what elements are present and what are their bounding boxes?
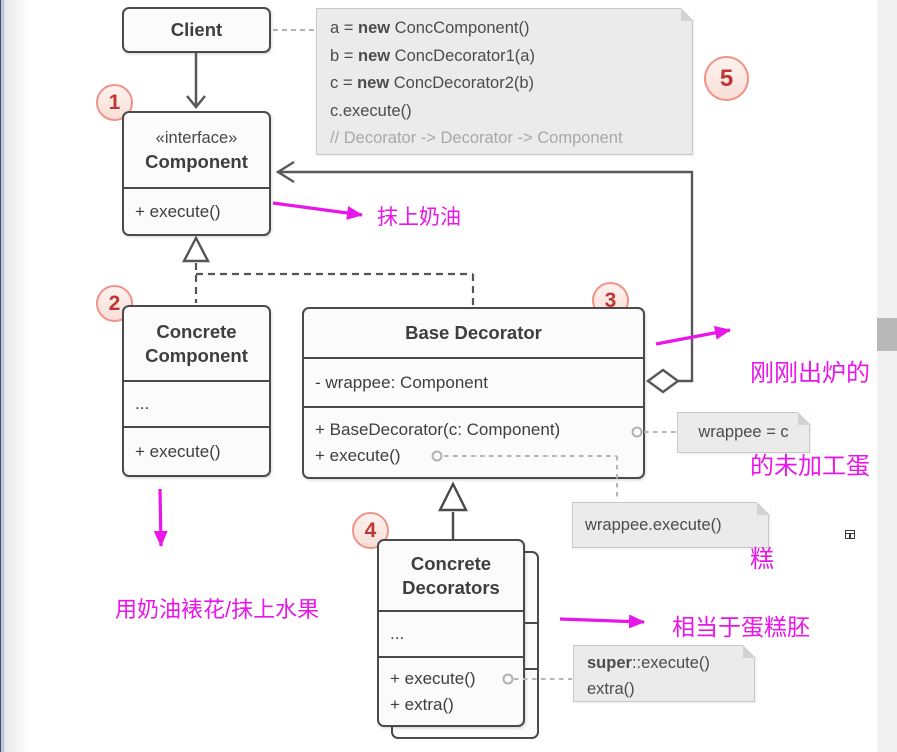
component-method-execute: + execute(): [135, 201, 221, 221]
raw-cake-arrow: [655, 325, 731, 346]
concrete-component-ellipsis: ...: [135, 394, 150, 413]
pipe-fruit-arrow: [153, 488, 168, 547]
code-comment-line: // Decorator -> Decorator -> Component: [330, 129, 623, 147]
super-execute-note: super::execute() extra(): [573, 644, 756, 702]
base-decorator-attr-wrappee: - wrappee: Component: [315, 372, 488, 392]
client-code-note: a = new ConcComponent() b = new ConcDeco…: [316, 7, 694, 155]
super-execute-line: super::execute(): [587, 654, 710, 672]
wrappee-execute-note: wrappee.execute(): [572, 501, 770, 548]
concrete-decorators-method-extra: + extra(): [390, 694, 454, 714]
wrappee-assign-text: wrappee = c: [698, 423, 789, 441]
client-class-name: Client: [170, 19, 223, 40]
badge-1-number: 1: [108, 90, 121, 114]
wrappee-assign-note: wrappee = c: [677, 411, 811, 453]
wrappee-execute-text: wrappee.execute(): [585, 515, 722, 534]
badge-4-number: 4: [364, 518, 377, 542]
concrete-component-method-execute: + execute(): [135, 441, 221, 461]
component-interface-box: «interface» Component + execute(): [122, 111, 271, 236]
component-stereotype: «interface»: [155, 128, 238, 147]
concrete-decorators-method-execute: + execute(): [390, 668, 476, 688]
annotation-raw-cake-line3: 糕: [750, 546, 774, 573]
base-decorator-method-execute: + execute(): [315, 445, 401, 465]
vertical-scrollbar-thumb[interactable]: [877, 318, 897, 351]
badge-5: 5: [704, 56, 749, 101]
concrete-component-name-line2: Component: [145, 344, 248, 366]
code-line-1: a = new ConcComponent(): [330, 19, 530, 37]
badge-2-number: 2: [108, 291, 121, 315]
annotation-pipe-fruit: 用奶油裱花/抹上水果: [115, 597, 320, 622]
realization-links: [182, 235, 475, 305]
concrete-component-box: Concrete Component ... + execute(): [122, 305, 271, 477]
vertical-scrollbar-track[interactable]: [877, 0, 897, 752]
client-class-box: Client: [122, 7, 271, 53]
code-line-4: c.execute(): [330, 101, 412, 120]
base-decorator-method-constructor: + BaseDecorator(c: Component): [315, 419, 561, 439]
window-left-edge: [0, 0, 30, 752]
concrete-component-name-line1: Concrete: [156, 320, 237, 342]
code-line-3: c = new ConcDecorator2(b): [330, 74, 535, 92]
client-to-component-arrow: [186, 53, 206, 109]
cake-base-arrow: [559, 614, 645, 629]
concrete-decorators-box: Concrete Decorators ... + execute() + ex…: [377, 539, 525, 727]
base-decorator-box: Base Decorator - wrappee: Component + Ba…: [302, 307, 645, 479]
extra-line: extra(): [587, 680, 635, 698]
annotation-raw-cake: 刚刚出炉的 的未加工蛋 糕: [750, 296, 870, 637]
concrete-decorators-ellipsis: ...: [390, 624, 405, 643]
badge-5-number: 5: [719, 64, 734, 92]
concrete-decorators-name-line2: Decorators: [402, 576, 500, 598]
annotation-cake-base: 相当于蛋糕胚: [672, 614, 810, 640]
concrete-decorators-name-line1: Concrete: [410, 552, 492, 574]
badge-4: 4: [352, 512, 389, 549]
base-decorator-name: Base Decorator: [405, 322, 542, 343]
inheritance-link: [438, 481, 468, 539]
annotation-raw-cake-line1: 刚刚出炉的: [750, 360, 870, 387]
code-line-2: b = new ConcDecorator1(a): [330, 46, 535, 65]
cream-arrow: [272, 201, 363, 220]
component-class-name: Component: [145, 150, 248, 172]
annotation-cream: 抹上奶油: [377, 206, 461, 229]
object-icon: [845, 530, 855, 539]
annotation-raw-cake-line2: 的未加工蛋: [750, 453, 870, 480]
